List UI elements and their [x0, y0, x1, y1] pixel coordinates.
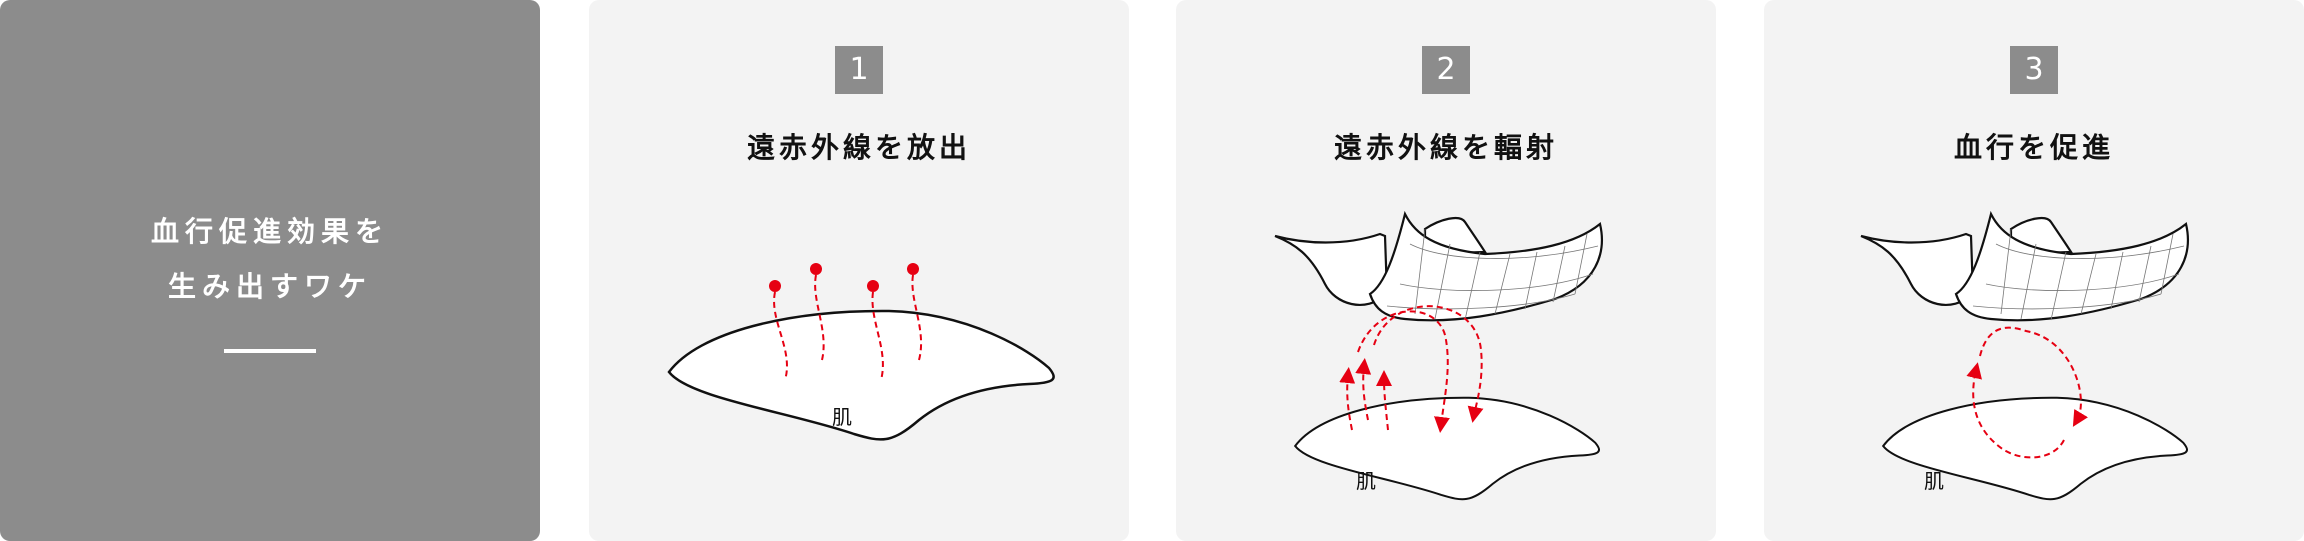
- emit-illustration: 肌: [667, 263, 1055, 441]
- circulation-arrow: [1979, 326, 2088, 427]
- pad-shape: [1859, 212, 2189, 322]
- heat-wave: [814, 274, 825, 361]
- step-number-badge: 2: [1422, 46, 1470, 94]
- heat-dot: [907, 263, 919, 275]
- rising-arrow: [1339, 367, 1356, 431]
- intro-panel: 血行促進効果を 生み出すワケ: [0, 0, 540, 541]
- circulation-illustration: 肌: [1859, 212, 2189, 501]
- skin-label: 肌: [1924, 469, 1944, 493]
- heat-wave: [773, 291, 788, 381]
- circulation-arrow: [1966, 362, 2065, 459]
- step-number-badge: 1: [835, 46, 883, 94]
- intro-heading-line1: 血行促進効果を: [150, 215, 389, 248]
- heat-dot: [810, 263, 822, 275]
- step-panel-2: 2 遠赤外線を輻射 肌: [1176, 0, 1716, 541]
- skin-label: 肌: [832, 405, 852, 429]
- skin-label: 肌: [1356, 469, 1376, 493]
- step-number-badge: 3: [2010, 46, 2058, 94]
- heat-wave: [911, 274, 923, 361]
- radiate-illustration: 肌: [1273, 212, 1603, 501]
- heat-dot: [769, 280, 781, 292]
- step-panel-3: 3 血行を促進 肌: [1764, 0, 2304, 541]
- skin-shape: [1294, 396, 1601, 501]
- rising-arrow: [1376, 370, 1393, 431]
- intro-heading-line2: 生み出すワケ: [167, 270, 372, 303]
- step-title: 血行を促進: [1953, 131, 2114, 164]
- divider: [224, 349, 316, 353]
- heat-wave: [871, 291, 884, 381]
- rising-arrow: [1355, 358, 1372, 421]
- step-panel-1: 1 遠赤外線を放出 肌: [589, 0, 1129, 541]
- step-title: 遠赤外線を放出: [746, 131, 971, 164]
- radiation-arrow: [1373, 305, 1484, 423]
- step-title: 遠赤外線を輻射: [1333, 131, 1558, 164]
- skin-shape: [667, 309, 1055, 441]
- pad-shape: [1273, 212, 1603, 322]
- heat-dot: [867, 280, 879, 292]
